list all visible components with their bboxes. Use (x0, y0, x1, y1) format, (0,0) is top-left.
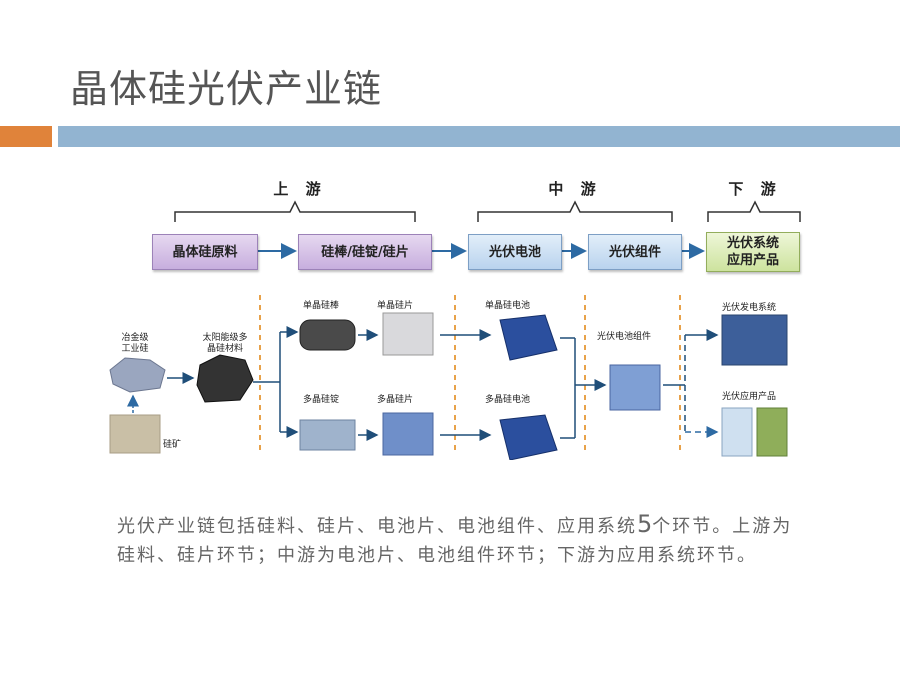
box-application: 光伏系统应用产品 (706, 232, 800, 272)
label-app-product: 光伏应用产品 (722, 392, 777, 402)
brace-downstream (707, 200, 801, 222)
stage-downstream: 下 游 (728, 180, 782, 198)
mono-cell-image (499, 314, 558, 361)
power-system-image (721, 314, 788, 366)
box-raw-material: 晶体硅原料 (152, 234, 258, 270)
poly-ingot-image (299, 419, 356, 451)
label-mono-wafer: 单晶硅片 (377, 301, 414, 311)
app-product-image (721, 407, 753, 457)
app-product-image-2 (756, 407, 788, 457)
industry-chain-diagram: 上 游 中 游 下 游 (105, 170, 805, 460)
label-poly-ingot: 多晶硅锭 (303, 395, 340, 405)
diagram-lines (109, 200, 801, 460)
label-poly-cell: 多晶硅电池 (485, 395, 531, 405)
brace-midstream (477, 200, 673, 222)
solar-grade-silicon-image (196, 354, 254, 403)
poly-cell-image (499, 414, 558, 460)
label-mono-cell: 单晶硅电池 (485, 301, 531, 311)
box-solar-cell: 光伏电池 (468, 234, 562, 270)
metallurgical-silicon-image (109, 357, 166, 393)
box-module: 光伏组件 (588, 234, 682, 270)
poly-wafer-image (382, 412, 434, 456)
label-module: 光伏电池组件 (597, 332, 652, 342)
label-power-system: 光伏发电系统 (722, 303, 777, 313)
label-ore: 硅矿 (163, 440, 182, 450)
page-title: 晶体硅光伏产业链 (70, 67, 383, 111)
stage-midstream: 中 游 (548, 180, 602, 198)
box-ingot-wafer: 硅棒/硅锭/硅片 (298, 234, 432, 270)
silicon-ore-image (109, 414, 161, 454)
label-poly-wafer: 多晶硅片 (377, 395, 414, 405)
label-mono-rod: 单晶硅棒 (303, 301, 340, 311)
stage-upstream: 上 游 (273, 180, 327, 198)
accent-bar-orange (0, 126, 52, 147)
accent-bar-blue (58, 126, 900, 147)
summary-paragraph: 光伏产业链包括硅料、硅片、电池片、电池组件、应用系统5个环节。上游为硅料、硅片环… (117, 510, 793, 566)
label-metallurgical: 冶金级工业硅 (121, 333, 149, 354)
mono-wafer-image (382, 312, 434, 356)
module-image (609, 364, 661, 411)
label-solar-grade: 太阳能级多晶硅材料 (202, 333, 248, 354)
brace-upstream (174, 200, 416, 222)
stage-count: 5 (637, 510, 653, 538)
mono-rod-image (299, 319, 356, 351)
